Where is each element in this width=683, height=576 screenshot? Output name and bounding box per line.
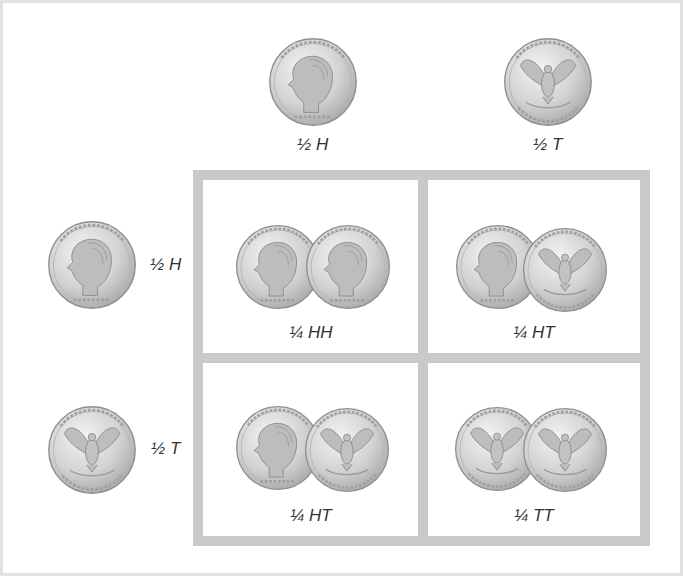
probability-label: ½ T <box>151 439 180 459</box>
probability-label: ¼ TT <box>514 506 554 526</box>
punnett-cell: ¼ HT <box>428 180 640 353</box>
punnett-cell: ¼ HT <box>203 363 418 536</box>
punnett-cell: ¼ HH <box>203 180 418 353</box>
probability-label: ¼ HH <box>289 323 332 343</box>
probability-label: ½ H <box>297 135 328 155</box>
punnett-cell: ¼ TT <box>428 363 640 536</box>
probability-label: ½ T <box>533 135 562 155</box>
probability-label: ¼ HT <box>290 506 332 526</box>
probability-label: ½ H <box>150 255 181 275</box>
probability-label: ¼ HT <box>513 323 555 343</box>
